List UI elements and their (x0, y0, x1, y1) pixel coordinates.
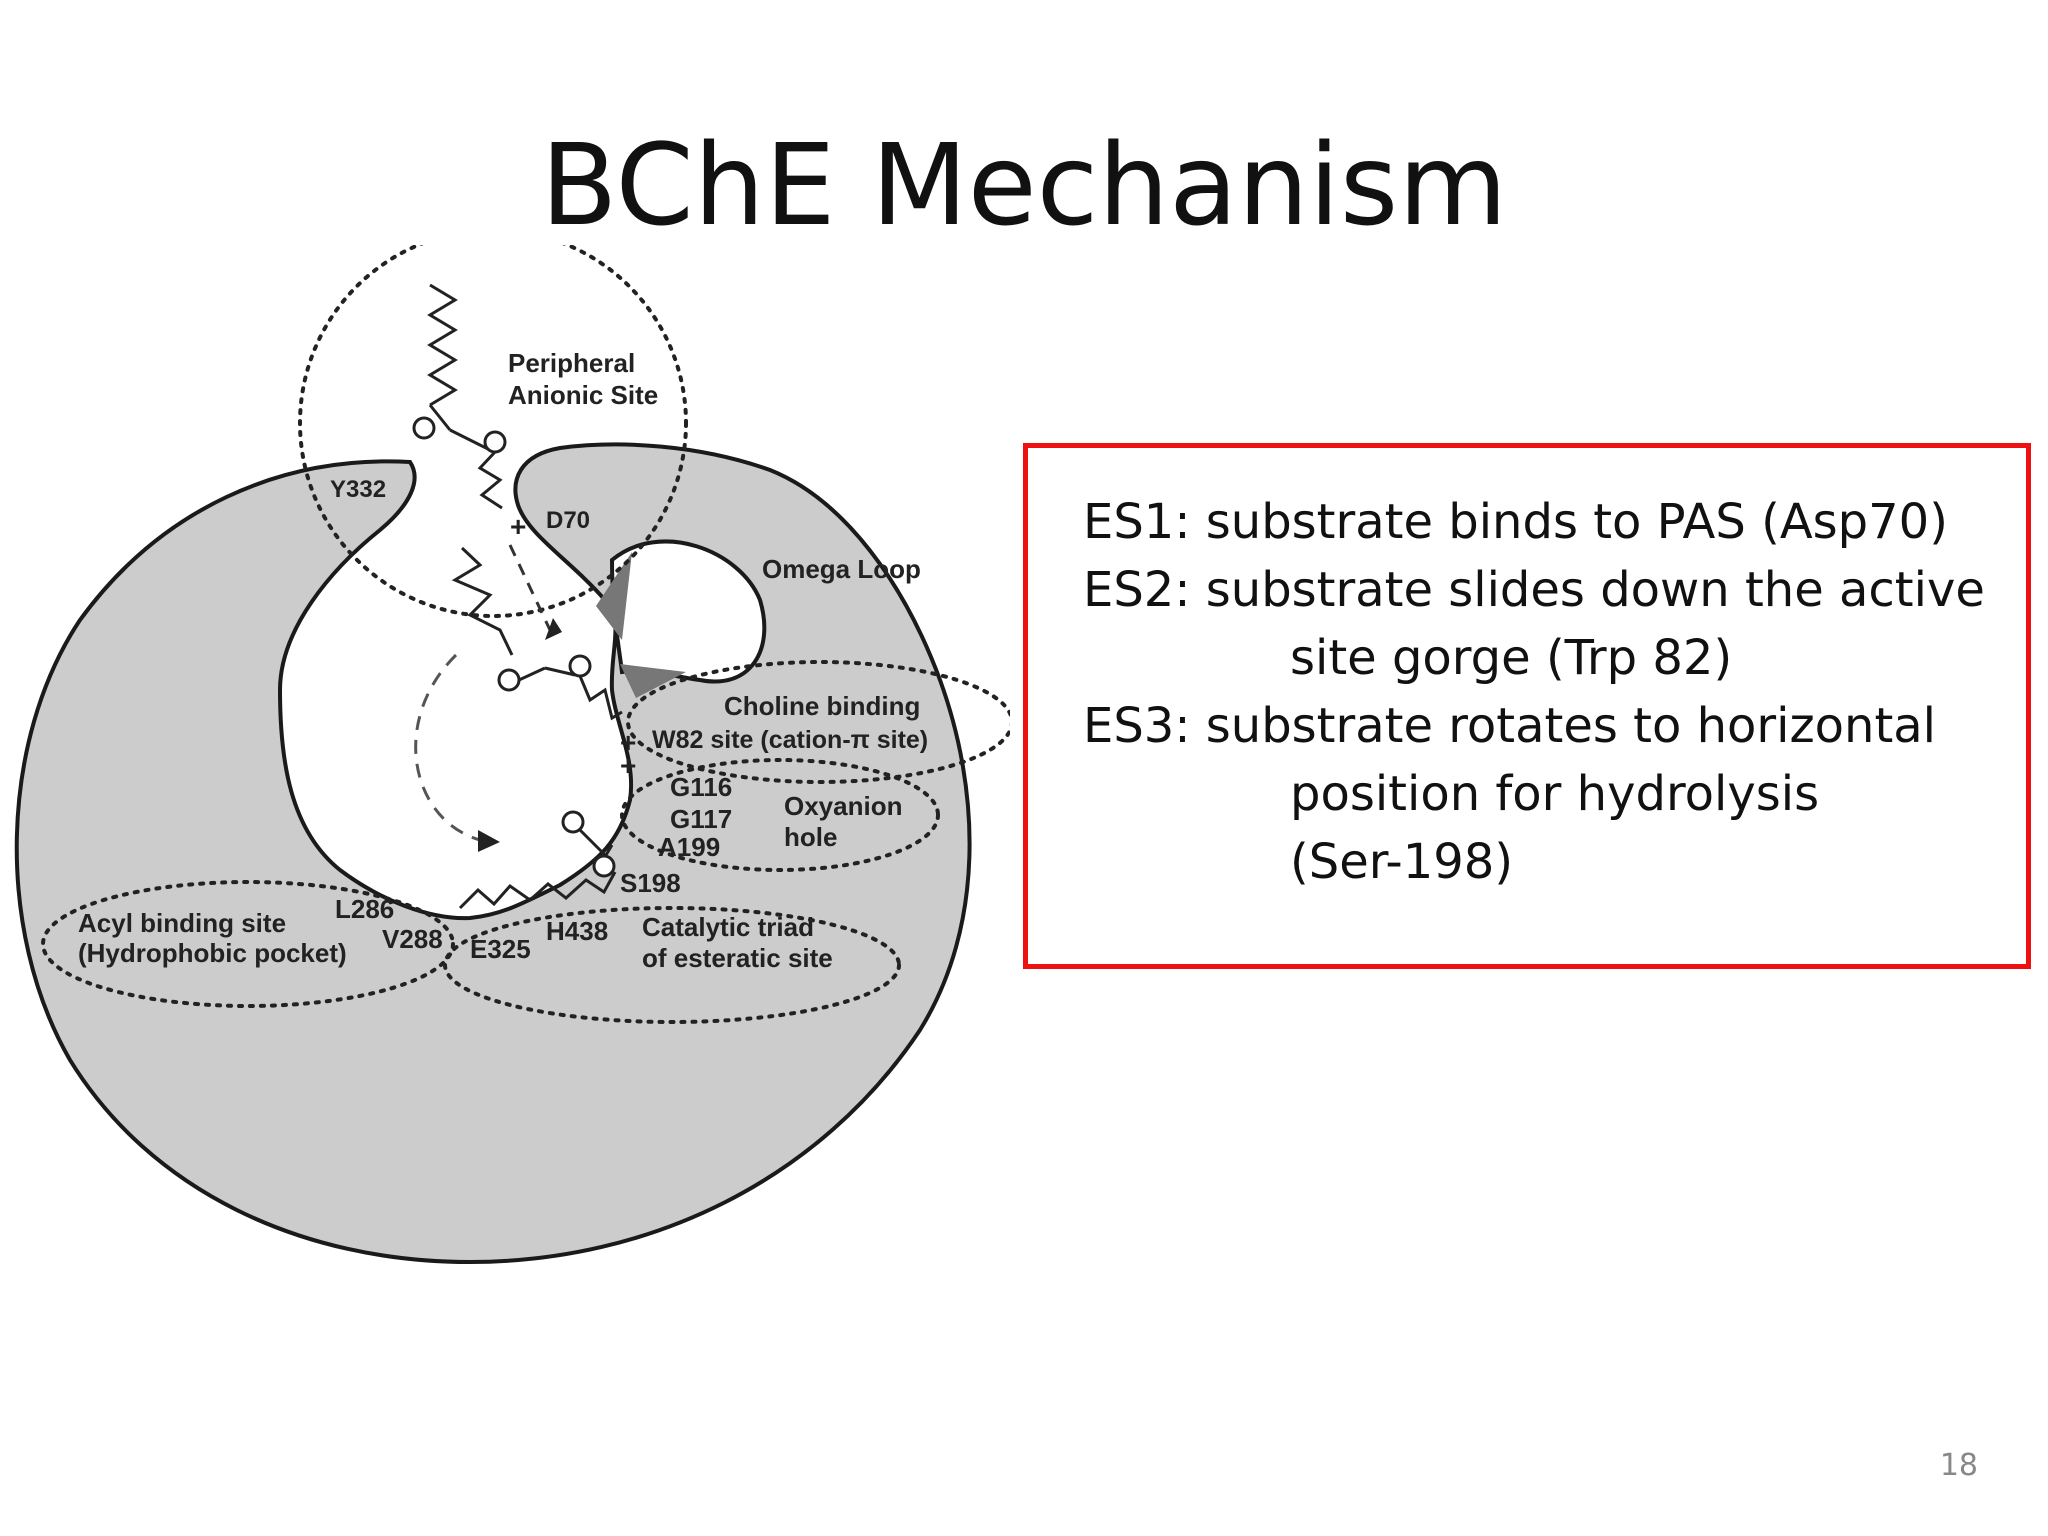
label-w82-site: W82 site (cation-π site) (652, 726, 928, 754)
label-hole: hole (784, 822, 837, 852)
substrate-pas-bond (428, 404, 452, 431)
es3-text-cont: position for hydrolysis (1290, 766, 1820, 822)
substrate-mid-head (568, 654, 592, 678)
substrate-pas-oxygen (412, 416, 436, 440)
es3-text-cont-2: (Ser-198) (1290, 834, 1514, 890)
substrate-pas-head (483, 430, 507, 454)
substrate-pas-link (449, 428, 491, 452)
label-choline-binding: Choline binding (724, 691, 920, 721)
label-hydrophobic-pocket: (Hydrophobic pocket) (78, 938, 347, 968)
substrate-mid-chain (451, 546, 514, 656)
omega-loop (609, 539, 767, 684)
es2-text: ES2: substrate slides down the active (1083, 562, 1985, 618)
choline-shade (620, 664, 686, 698)
substrate-mid-bond (518, 666, 546, 682)
rotate-arrow (414, 653, 481, 842)
label-acyl-binding-site: Acyl binding site (78, 908, 286, 938)
es3-text: ES3: substrate rotates to horizontal (1083, 698, 1937, 754)
label-omega-loop: Omega Loop (762, 554, 921, 584)
label-catalytic-triad: Catalytic triad (642, 912, 814, 942)
label-y332: Y332 (330, 476, 386, 503)
plus-d70: + (510, 511, 526, 542)
label-s198: S198 (620, 868, 681, 898)
slide-arrow (508, 544, 552, 631)
label-g117: G117 (670, 804, 732, 834)
plus-w82-2: + (620, 750, 636, 781)
es1-text: ES1: substrate binds to PAS (Asp70) (1083, 494, 1948, 550)
label-g116: G116 (670, 772, 732, 802)
es-steps-text: ES1: substrate binds to PAS (Asp70) ES2:… (1083, 488, 2043, 896)
label-anionic-site: Anionic Site (508, 380, 658, 410)
oxyanion-ellipse (620, 758, 940, 872)
catalytic-ellipse (443, 906, 901, 1024)
label-l286: L286 (335, 894, 394, 924)
choline-ellipse (626, 660, 1010, 784)
substrate-low-head (592, 854, 616, 878)
label-peripheral: Peripheral (508, 348, 635, 378)
slide-arrowhead (545, 618, 562, 640)
substrate-pas-tail (477, 450, 503, 510)
label-h438: H438 (546, 916, 608, 946)
rotate-arrowhead (478, 830, 500, 852)
slide-title: BChE Mechanism (540, 121, 1508, 251)
es-steps-box: ES1: substrate binds to PAS (Asp70) ES2:… (1023, 443, 2031, 969)
label-oxyanion: Oxyanion (784, 791, 902, 821)
bche-mechanism-diagram: Peripheral Anionic Site Y332 + D70 Omega… (14, 245, 1010, 1265)
substrate-mid-oxygen (497, 668, 521, 692)
es2-text-cont: site gorge (Trp 82) (1290, 630, 1733, 686)
substrate-mid-tail (578, 675, 623, 721)
label-a199: A199 (658, 832, 720, 862)
substrate-pas-chain (427, 283, 458, 407)
substrate-mid-link (544, 666, 576, 677)
substrate-low-chain (458, 871, 617, 910)
label-v288: V288 (382, 924, 443, 954)
omega-loop-shade (596, 552, 632, 640)
page-number: 18 (1939, 1448, 1978, 1483)
label-e325: E325 (470, 934, 531, 964)
substrate-low-oxygen (561, 810, 585, 834)
acyl-ellipse (41, 880, 455, 1008)
pas-circle (298, 245, 688, 618)
label-of-esteratic-site: of esteratic site (642, 943, 833, 973)
label-d70: D70 (546, 507, 590, 534)
plus-w82: + (620, 727, 636, 758)
